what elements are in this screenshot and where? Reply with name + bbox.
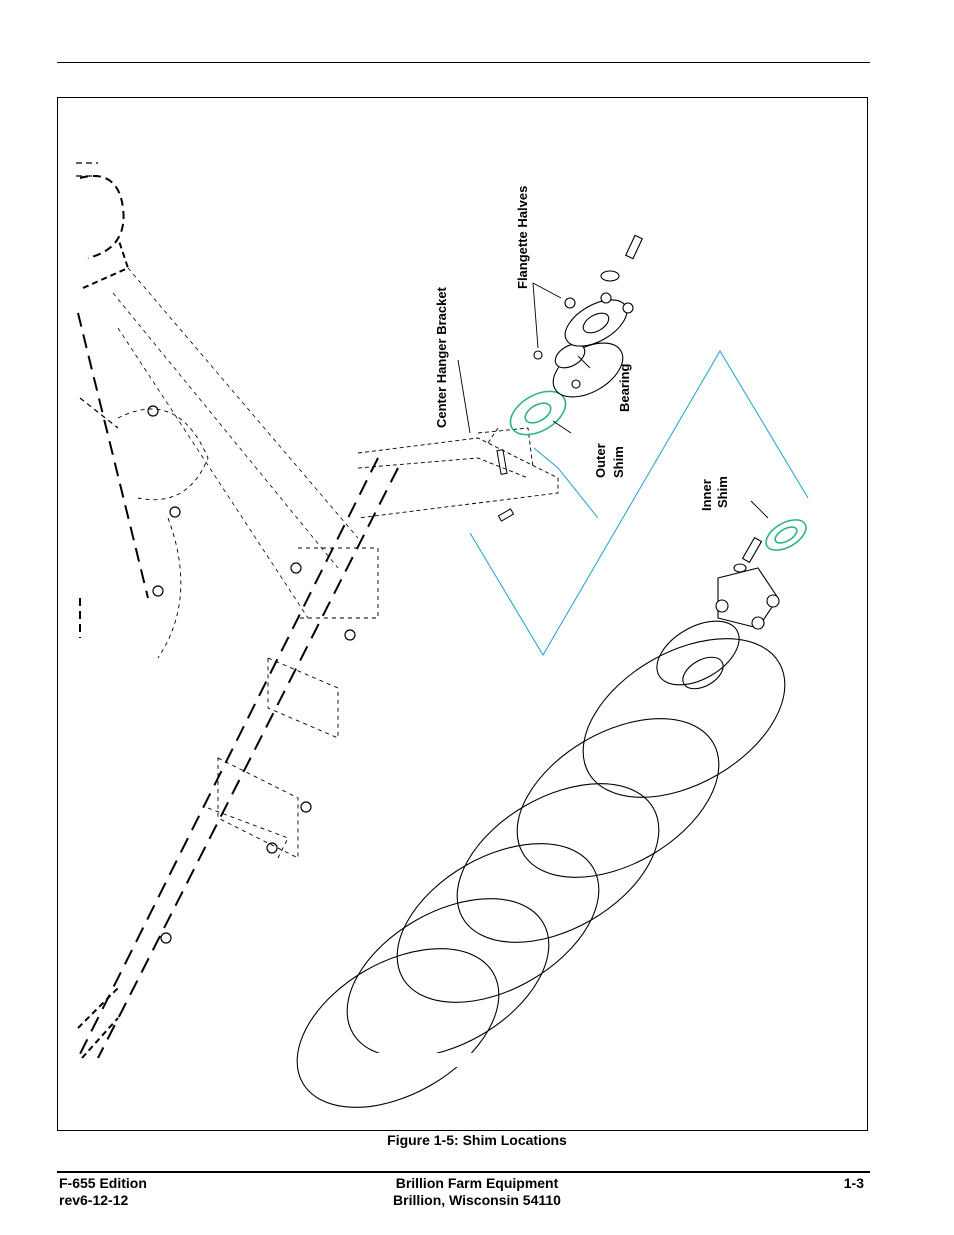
footer-revision: rev6-12-12	[59, 1192, 129, 1208]
header-rule	[57, 62, 870, 63]
frame-drawing	[76, 162, 399, 1059]
footer-rule	[57, 1171, 870, 1173]
label-center-hanger-bracket: Center Hanger Bracket	[434, 286, 449, 428]
label-bearing: Bearing	[617, 364, 632, 412]
label-inner-shim-line1: Inner	[699, 479, 714, 511]
center-hanger-bracket-drawing	[357, 427, 559, 519]
hanger-bolts	[496, 449, 515, 522]
footer-left: F-655 Edition rev6-12-12	[59, 1175, 147, 1209]
disc-gang-drawing	[296, 620, 786, 1108]
flangette-bearing-drawing	[533, 234, 644, 398]
outer-shim-drawing	[509, 390, 567, 436]
footer-right: 1-3	[844, 1175, 864, 1192]
label-inner-shim-line2: Shim	[715, 476, 730, 508]
label-outer-shim-line2: Shim	[611, 446, 626, 478]
footer-center: Brillion Farm Equipment Brillion, Wiscon…	[0, 1175, 954, 1209]
figure-frame: Flangette Halves Center Hanger Bracket B…	[57, 97, 868, 1131]
footer-company: Brillion Farm Equipment	[395, 1175, 559, 1191]
shim-callout-lines	[469, 350, 809, 656]
figure-caption: Figure 1-5: Shim Locations	[387, 1132, 567, 1148]
spacer-assembly-drawing	[715, 536, 780, 630]
label-flangette-halves: Flangette Halves	[515, 186, 530, 289]
label-outer-shim-line1: Outer	[593, 443, 608, 478]
footer-location: Brillion, Wisconsin 54110	[393, 1192, 561, 1208]
leader-lines	[457, 282, 769, 519]
page-number: 1-3	[843, 1175, 864, 1191]
exploded-view-drawing: Flangette Halves Center Hanger Bracket B…	[76, 162, 809, 1108]
footer-edition: F-655 Edition	[59, 1175, 147, 1191]
inner-shim-drawing	[765, 519, 807, 551]
